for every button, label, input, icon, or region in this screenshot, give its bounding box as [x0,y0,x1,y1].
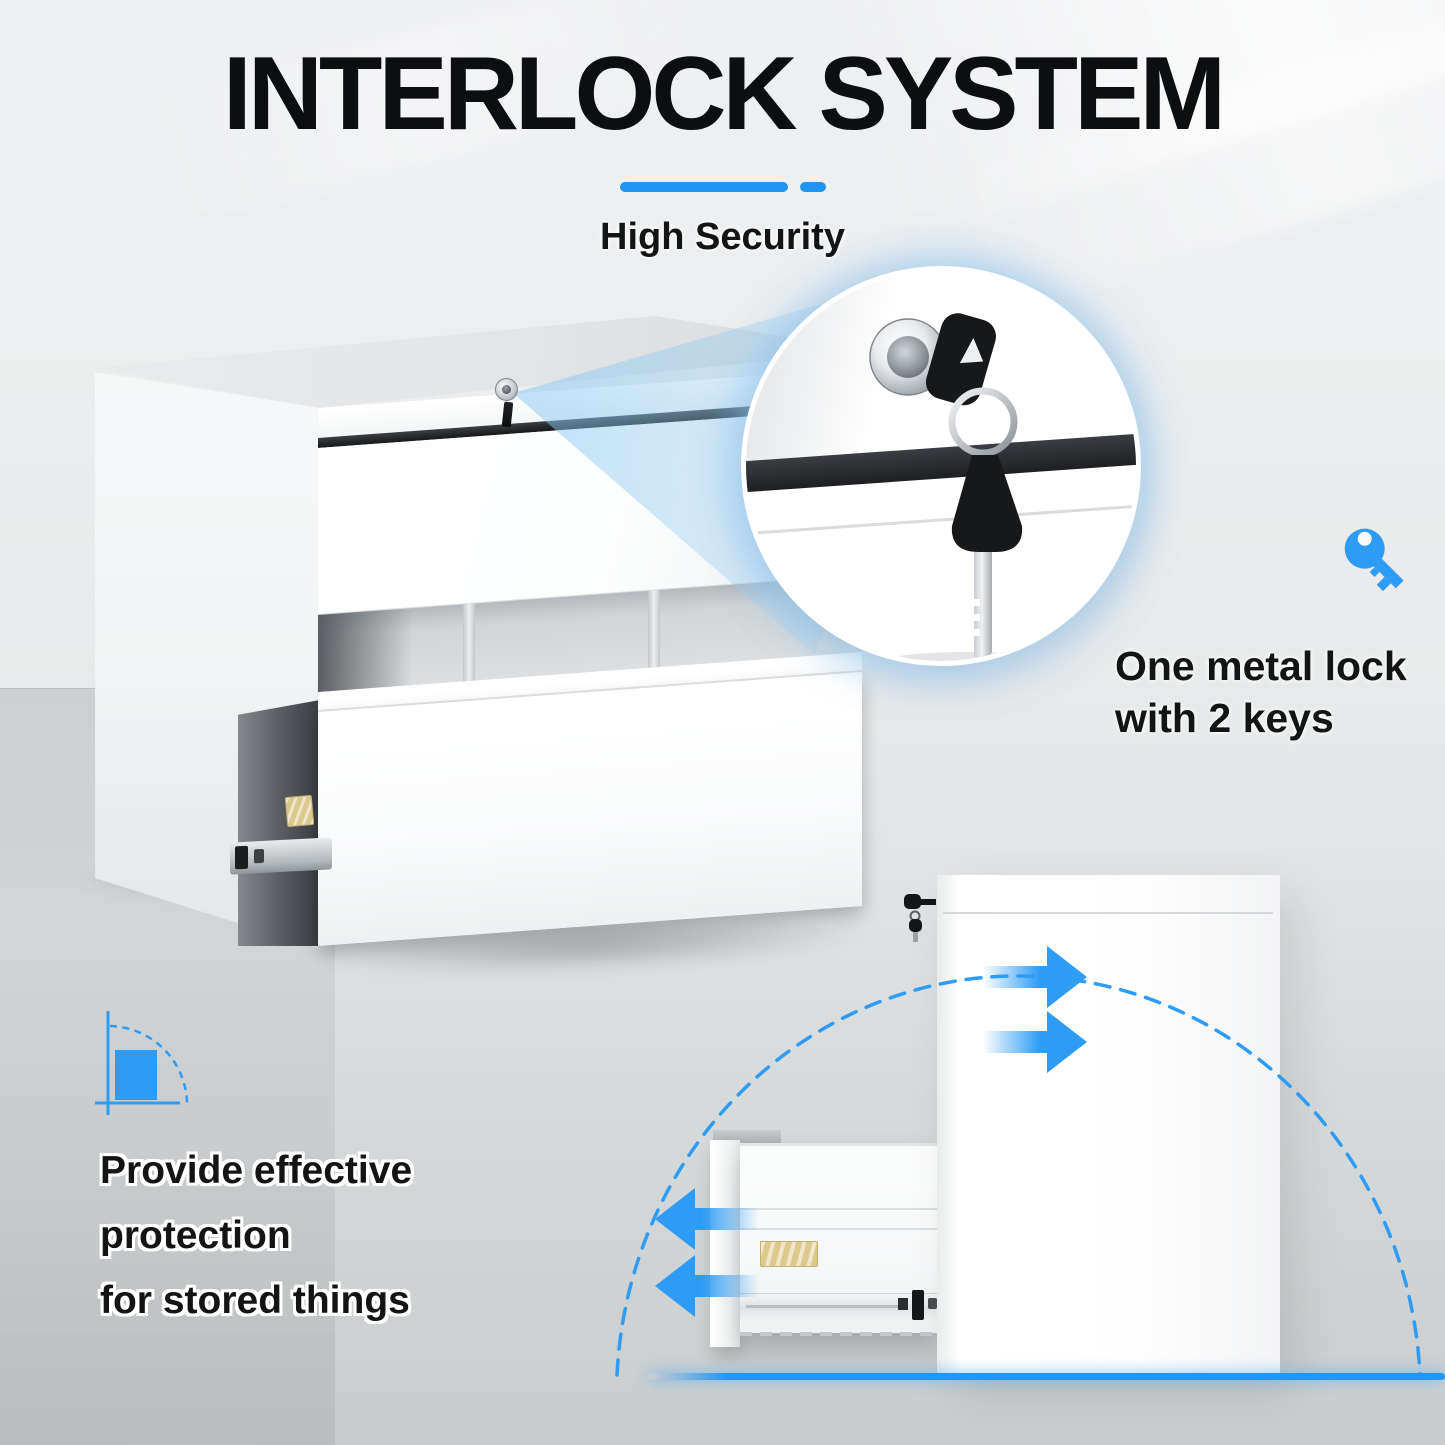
panel-seam [943,912,1273,914]
feature-protection-line2: protection [100,1214,291,1257]
feature-protection-text: Provide effective protection for stored … [100,1138,520,1333]
feature-lock-text: One metal lock with 2 keys [1115,640,1445,744]
hanging-rail [463,603,475,682]
lock-cylinder [502,385,511,394]
interior-shadow [318,608,413,692]
interlock-latch [898,1298,908,1310]
gold-label [284,794,315,828]
key-icon [1344,528,1404,592]
divider-bar [619,182,788,192]
key-shadow [886,652,1046,661]
arrow-left-icon [655,1188,759,1250]
divider [619,182,826,192]
header: INTERLOCK SYSTEM High Security [0,0,1445,259]
baseline-blue [648,1373,1445,1380]
key-ring-icon [948,387,1018,457]
hanging-rail [648,589,660,668]
slide-latch [254,848,264,864]
cabinet-lock-icon [495,378,518,401]
feature-protection-line1: Provide effective [100,1149,413,1192]
arrow-left-icon [655,1255,759,1317]
drawer-ridge [740,1208,940,1210]
page-title: INTERLOCK SYSTEM [222,36,1226,152]
feature-lock-line2: with 2 keys [1115,695,1334,741]
interlock-latch [928,1298,937,1309]
feature-protection-line3: for stored things [100,1279,410,1322]
feature-lock-line1: One metal lock [1115,643,1407,689]
open-drawer-face [318,672,862,946]
inserted-key-head-icon [925,313,996,406]
lock-core [887,336,929,378]
arrow-right-icon [983,946,1087,1008]
magnifier-content [746,271,1136,661]
divider-dash [799,182,826,192]
drawer-body [740,1143,940,1336]
metal-lock-with-keys-icon [869,313,1046,661]
drawer-ridge [740,1228,940,1230]
subtitle-high-security: High Security [600,216,845,258]
arrow-right-icon [983,1011,1087,1073]
drawer-bottom-edge [740,1332,940,1336]
panel-lock-key-icon [904,894,936,942]
key-blade-icon [974,552,992,661]
corner-ruler-icon [95,1011,189,1115]
key-fob-icon [951,455,1023,552]
drawer-front-panel [710,1140,740,1347]
interlock-latch [912,1290,924,1320]
slide-latch [235,845,248,870]
interlock-diagram [560,840,1445,1400]
drawer-slide-rail [230,837,332,875]
magnifier-circle [741,266,1141,666]
rail-line [746,1305,906,1308]
cabinet-side-panel [937,875,1280,1373]
gold-label [760,1241,818,1267]
